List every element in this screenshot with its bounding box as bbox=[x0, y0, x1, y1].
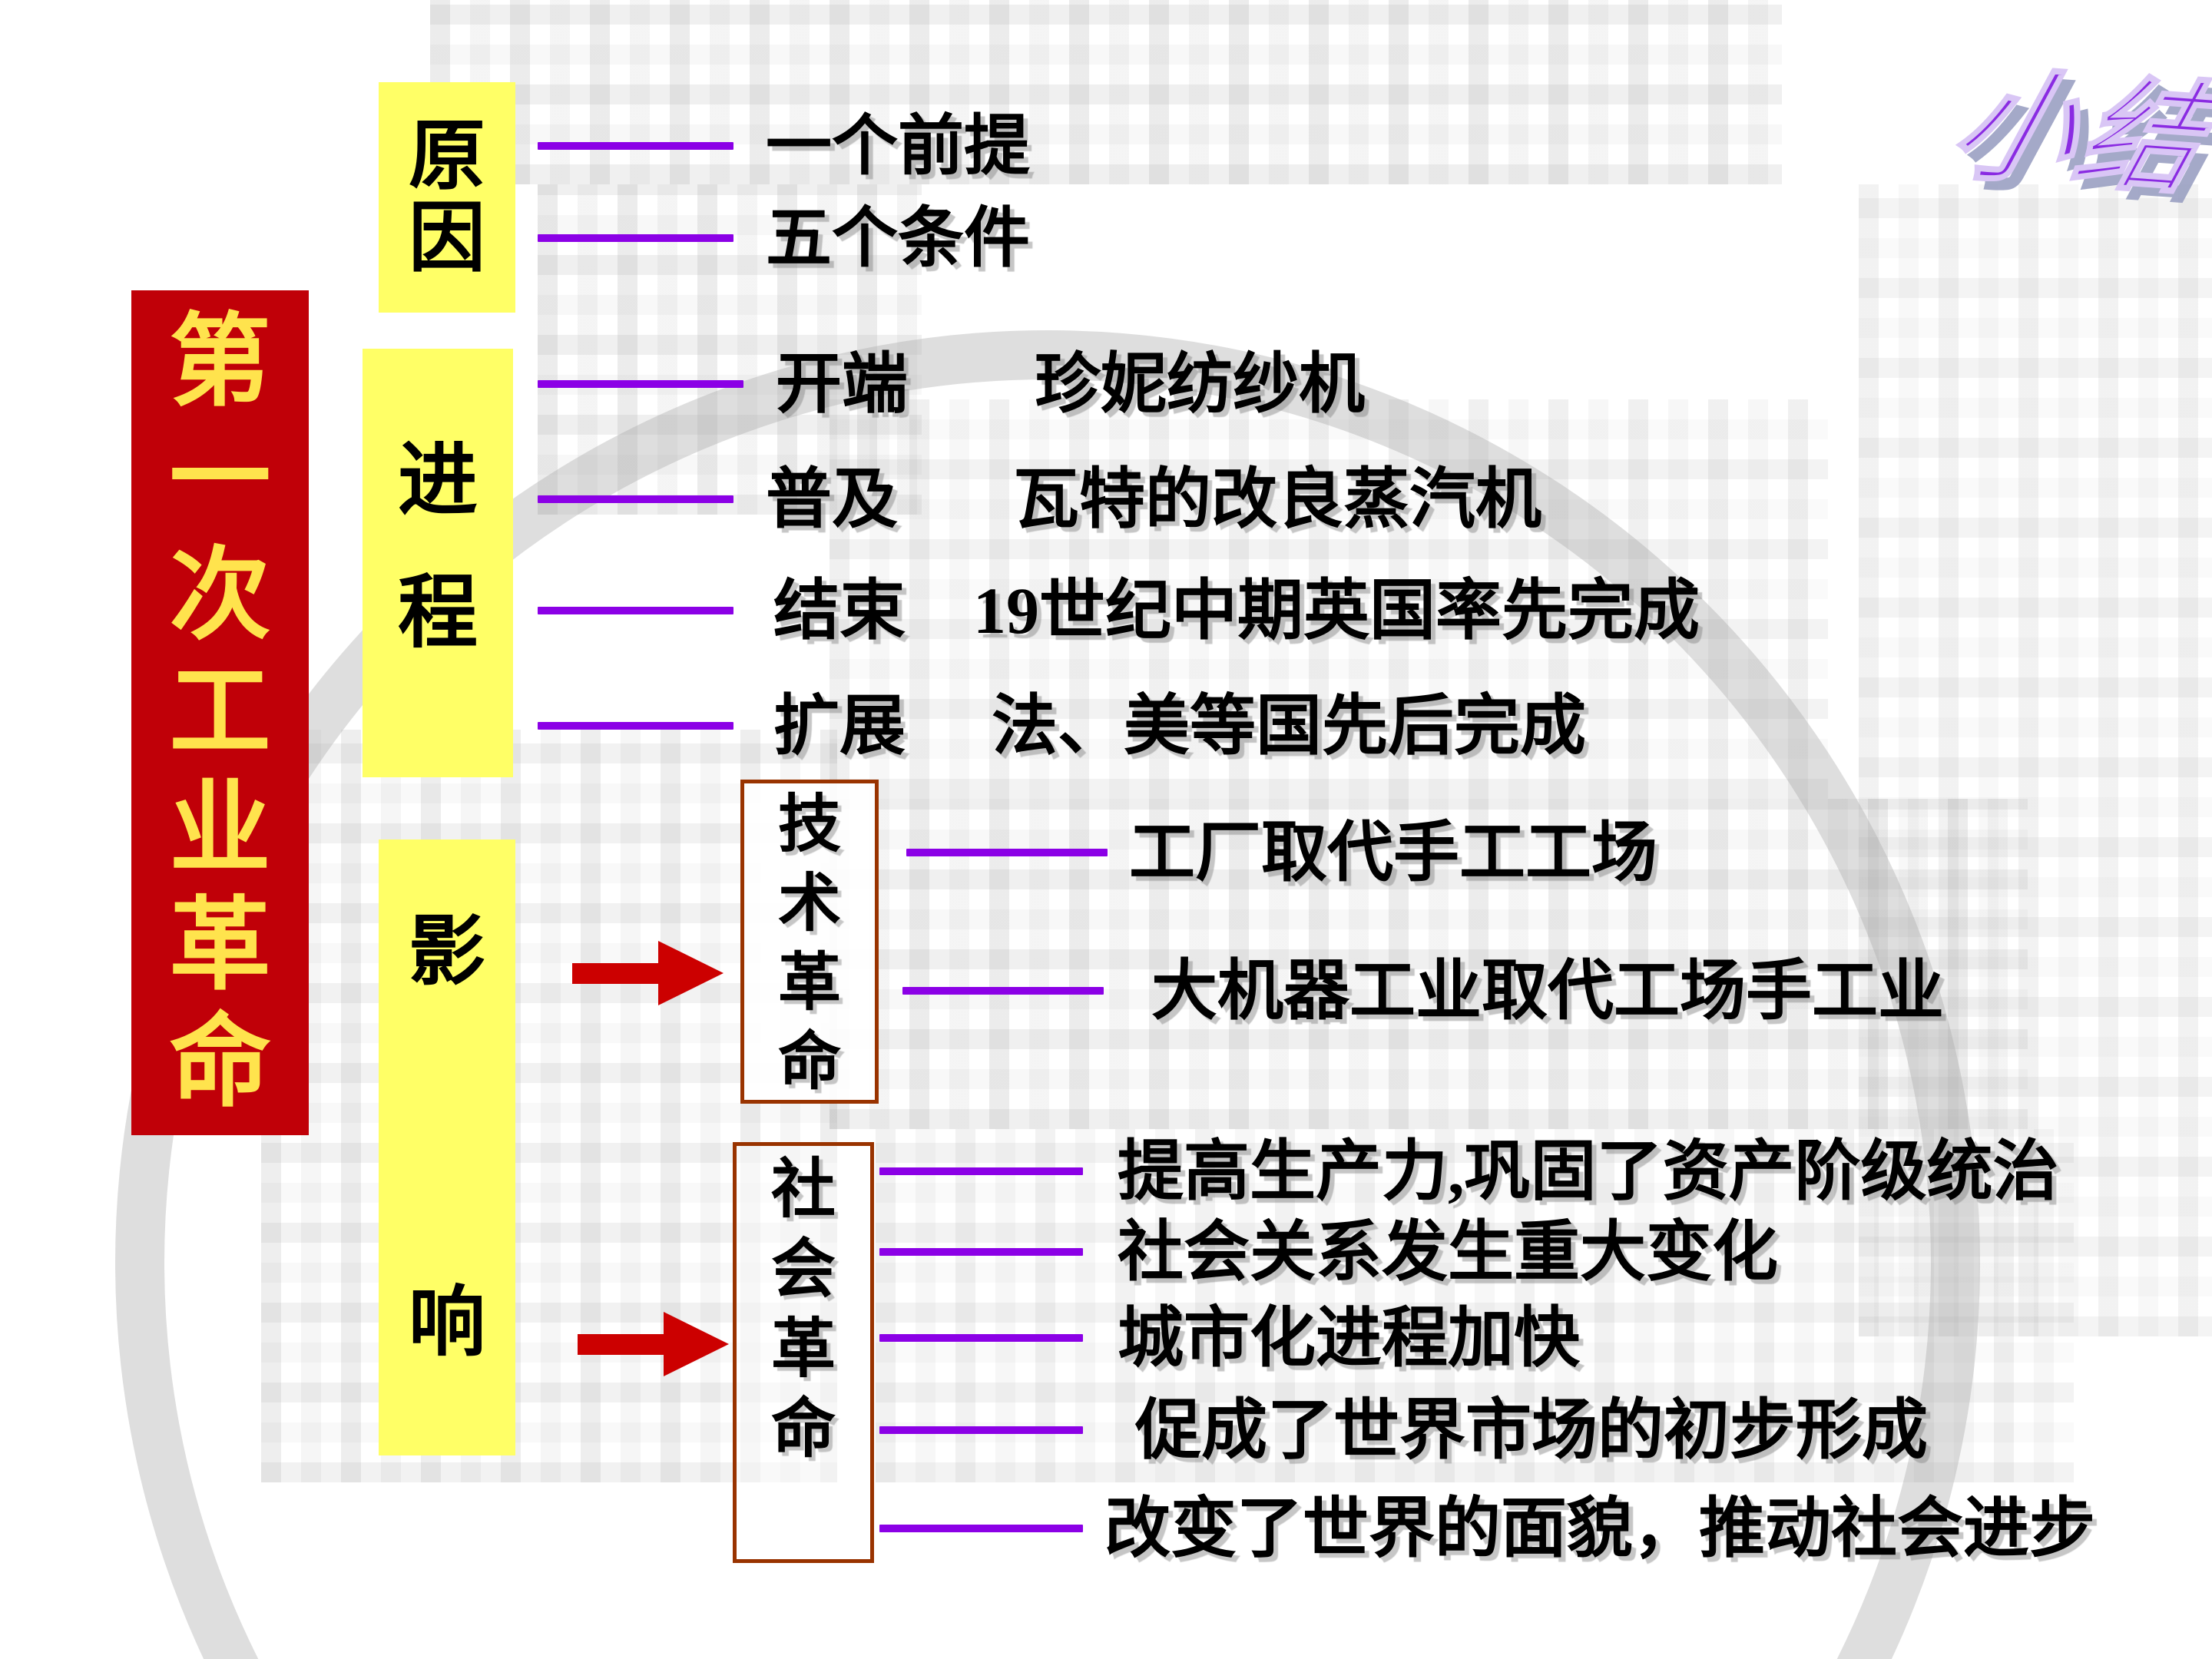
social-label-char: 革 bbox=[770, 1314, 836, 1386]
connector-line bbox=[879, 1525, 1083, 1532]
title-char: 革 bbox=[169, 889, 271, 1002]
cause-item-text: 一个前提 bbox=[766, 109, 1030, 183]
technical-label-char: 技 bbox=[777, 790, 841, 859]
social-item-text: 改变了世界的面貌，推动社会进步 bbox=[1104, 1492, 2095, 1565]
background-texture bbox=[430, 0, 1782, 184]
technical-row: 工厂取代手工工场 bbox=[906, 806, 1657, 899]
causes-label-char: 因 bbox=[409, 196, 485, 281]
social-label-char: 命 bbox=[770, 1394, 836, 1465]
arrow-head bbox=[658, 941, 724, 1005]
arrow-head bbox=[664, 1312, 729, 1376]
process-stage-label: 扩展 bbox=[773, 689, 906, 763]
process-stage-label: 开端 bbox=[776, 347, 908, 421]
connector-line bbox=[538, 722, 733, 730]
connector-line bbox=[879, 1426, 1083, 1434]
connector-line bbox=[538, 234, 733, 242]
connector-line bbox=[538, 142, 733, 150]
causes-label-char: 原 bbox=[409, 114, 485, 199]
technical-revolution-box: 技 术 革 命 bbox=[740, 780, 879, 1104]
causes-label-box: 原 因 bbox=[379, 82, 515, 313]
connector-line bbox=[906, 849, 1108, 856]
social-revolution-box: 社 会 革 命 bbox=[733, 1142, 874, 1563]
technical-item-text: 大机器工业取代工场手工业 bbox=[1151, 954, 1944, 1028]
technical-label-char: 术 bbox=[777, 869, 841, 939]
influence-arrow bbox=[578, 1312, 729, 1376]
process-stage-desc: 珍妮纺纱机 bbox=[1035, 347, 1365, 421]
title-char: 次 bbox=[169, 539, 271, 652]
technical-row: 大机器工业取代工场手工业 bbox=[902, 945, 1944, 1037]
process-label-char: 进 bbox=[397, 437, 478, 525]
social-row: 城市化进程加快 bbox=[879, 1292, 1580, 1384]
process-row: 结束 19世纪中期英国率先完成 bbox=[538, 565, 1700, 657]
social-row: 提高生产力,巩固了资产阶级统治 bbox=[879, 1125, 2059, 1217]
process-label-char: 程 bbox=[397, 569, 478, 657]
social-label-char: 会 bbox=[770, 1234, 836, 1306]
connector-line bbox=[538, 495, 733, 503]
process-row: 开端 珍妮纺纱机 bbox=[538, 338, 1365, 430]
process-stage-label: 普及 bbox=[766, 462, 898, 536]
title-char: 工 bbox=[169, 656, 271, 769]
title-char: 第 bbox=[169, 306, 271, 419]
arrow-shaft bbox=[572, 962, 658, 984]
title-char: 命 bbox=[169, 1006, 271, 1119]
technical-item-text: 工厂取代手工工场 bbox=[1129, 816, 1657, 889]
connector-line bbox=[879, 1167, 1083, 1175]
process-stage-desc: 法、美等国先后完成 bbox=[992, 689, 1586, 763]
process-label-box: 进 程 bbox=[363, 349, 513, 777]
social-item-text: 提高生产力,巩固了资产阶级统治 bbox=[1118, 1134, 2059, 1208]
social-item-text: 促成了世界市场的初步形成 bbox=[1135, 1393, 1928, 1467]
process-row: 扩展 法、美等国先后完成 bbox=[538, 680, 1586, 772]
influence-arrow bbox=[572, 941, 724, 1005]
connector-line bbox=[538, 607, 733, 614]
process-stage-label: 结束 bbox=[773, 574, 906, 647]
social-row: 改变了世界的面貌，推动社会进步 bbox=[879, 1482, 2095, 1575]
connector-line bbox=[879, 1248, 1083, 1256]
social-row: 社会关系发生重大变化 bbox=[879, 1206, 1778, 1298]
connector-line bbox=[538, 380, 743, 388]
connector-line bbox=[879, 1334, 1083, 1342]
influence-label-box: 影 响 bbox=[379, 839, 515, 1455]
social-label-char: 社 bbox=[770, 1154, 836, 1226]
social-item-text: 城市化进程加快 bbox=[1118, 1301, 1580, 1375]
process-row: 普及 瓦特的改良蒸汽机 bbox=[538, 453, 1541, 545]
technical-label-char: 命 bbox=[777, 1027, 841, 1097]
influence-label-char: 响 bbox=[409, 1280, 485, 1366]
cause-item-text: 五个条件 bbox=[766, 201, 1030, 275]
technical-label-char: 革 bbox=[777, 948, 841, 1018]
title-char: 一 bbox=[169, 422, 271, 535]
influence-label-char: 影 bbox=[409, 909, 485, 995]
social-row: 促成了世界市场的初步形成 bbox=[879, 1384, 1928, 1476]
connector-line bbox=[902, 987, 1104, 995]
cause-row: 一个前提 bbox=[538, 100, 1030, 192]
social-item-text: 社会关系发生重大变化 bbox=[1118, 1215, 1778, 1289]
process-stage-desc: 19世纪中期英国率先完成 bbox=[973, 574, 1700, 647]
title-char: 业 bbox=[169, 773, 271, 886]
arrow-shaft bbox=[578, 1333, 664, 1355]
process-stage-desc: 瓦特的改良蒸汽机 bbox=[1013, 462, 1541, 536]
summary-wordart: 小结 bbox=[1937, 57, 2212, 210]
title-box: 第 一 次 工 业 革 命 bbox=[131, 290, 309, 1135]
cause-row: 五个条件 bbox=[538, 192, 1030, 284]
